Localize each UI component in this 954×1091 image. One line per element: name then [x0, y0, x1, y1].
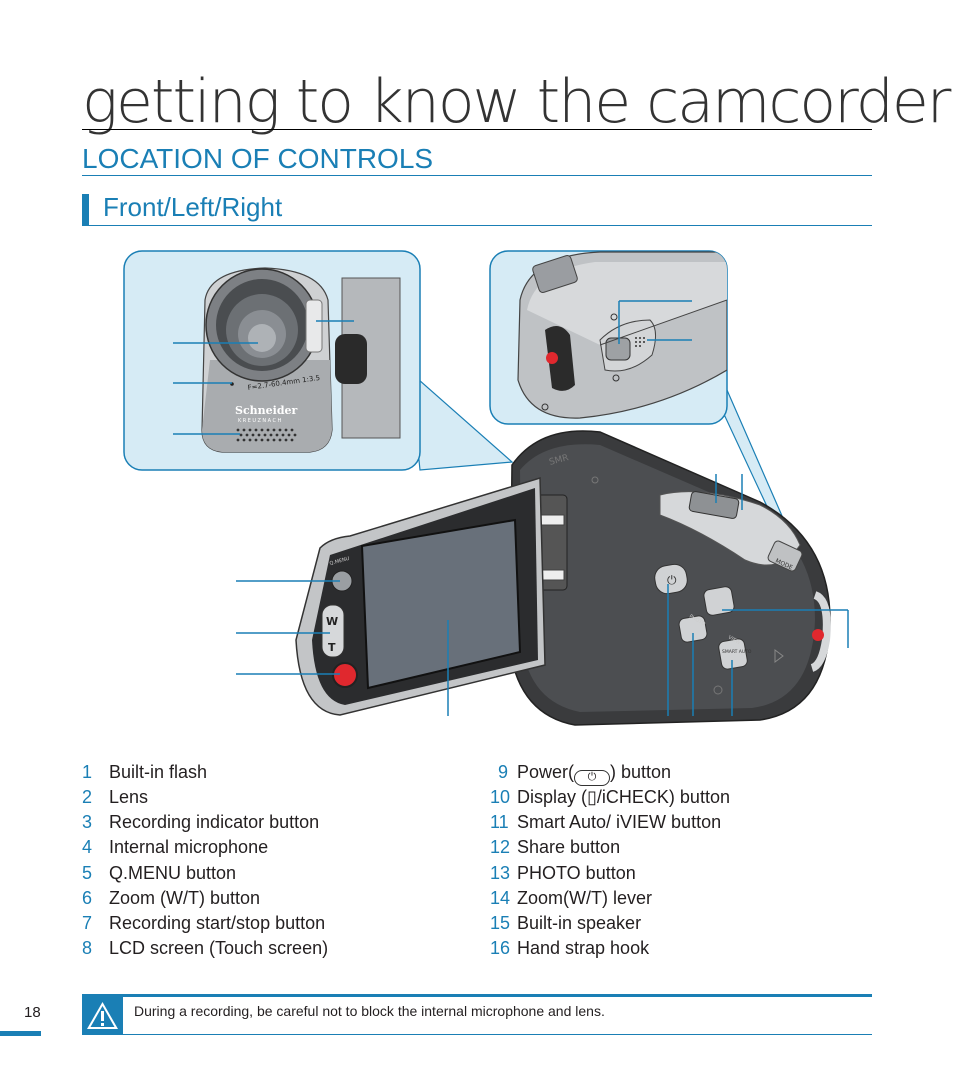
section-title: LOCATION OF CONTROLS: [82, 143, 434, 174]
side-view-callout: [489, 250, 728, 425]
leader-lines: [236, 474, 849, 716]
camcorder-illustration: F=2.7-60.4mm 1:3.5 Schneider KREUZNACH: [123, 250, 849, 726]
subsection-title: Front/Left/Right: [103, 192, 283, 222]
section-rule: [82, 175, 872, 176]
lens-brand-text: Schneider: [235, 404, 298, 417]
zoom-wide-label: W: [326, 615, 338, 628]
view-label: VIEW: [727, 635, 741, 647]
chapter-title: getting to know the camcorder: [82, 67, 951, 137]
lens-brand-sub-text: KREUZNACH: [238, 418, 283, 424]
camera-main-body: MODE ⏻ PHOTO VIEW SMART AUTO SMR W T Q.M…: [295, 430, 831, 726]
model-text: SMR: [548, 453, 570, 468]
subsection-marker: [82, 194, 89, 226]
zoom-tele-label: T: [328, 641, 336, 654]
front-view-callout: F=2.7-60.4mm 1:3.5 Schneider KREUZNACH: [123, 250, 421, 471]
chapter-rule: [82, 129, 872, 130]
caution-icon: [82, 997, 123, 1034]
page-number: 18: [24, 1004, 41, 1021]
subsection-rule: [82, 225, 872, 226]
qmenu-label: Q.MENU: [329, 556, 351, 567]
power-symbol: ⏻: [667, 573, 677, 587]
power-icon: ⏻: [574, 770, 611, 786]
page-number-bar: [0, 1031, 41, 1036]
smart-auto-label: SMART AUTO: [722, 649, 752, 655]
caution-bottom-rule: [82, 1034, 872, 1035]
microphone-grille: [236, 428, 297, 442]
caution-text: During a recording, be careful not to bl…: [134, 1003, 605, 1019]
caution-top-rule: [82, 994, 872, 997]
